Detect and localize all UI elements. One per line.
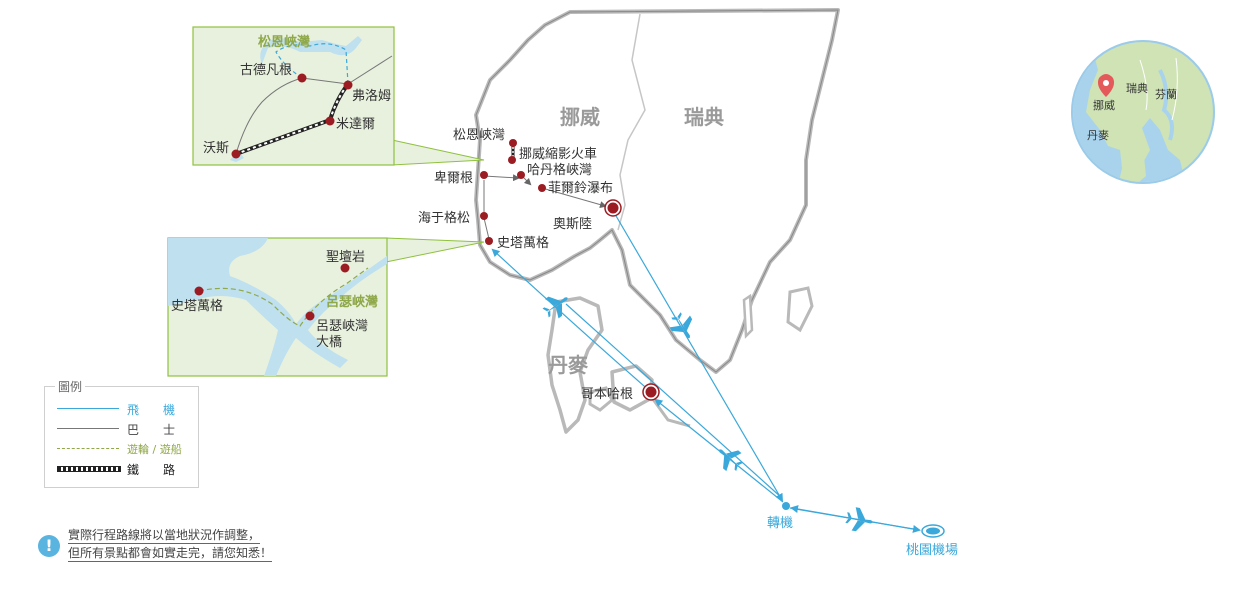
locator-norway: 挪威 [1093,98,1115,112]
lysefjord-water [168,238,387,376]
bottom-inset-callout [385,237,485,263]
label-bridge-line2: 大橋 [316,335,342,350]
stop-preikestolen [340,263,350,273]
stop-haugesund [480,212,488,220]
locator-map: 瑞典 芬蘭 挪威 丹麥 [1071,40,1215,184]
fjord-water [260,36,362,64]
legend: 圖例 飛 機 巴 士 遊輪 / 遊船 鐵 路 [44,378,199,488]
legend-bus-label: 巴 士 [127,423,176,437]
label-sognefjord-inset: 松恩峽灣 [258,34,310,50]
inset-sognefjord: 松恩峽灣 古德凡根 弗洛姆 米達爾 沃斯 [192,26,395,166]
stop-gudvangen [297,73,307,83]
label-voss: 沃斯 [203,141,229,156]
label-oslo: 奧斯陸 [553,216,592,232]
label-flam-railway: 挪威縮影火車 [519,146,597,162]
oland-island [742,293,754,339]
stop-flam-railway [508,156,516,164]
label-transfer: 轉機 [767,516,793,531]
cruise-route-top [275,43,349,85]
stop-oslo [607,202,619,214]
label-stavanger-inset: 史塔萬格 [171,298,223,314]
cruise-line-swatch [57,448,119,449]
exclamation-icon: ! [38,535,60,557]
locator-finland: 芬蘭 [1155,88,1177,101]
plane-icon [711,440,748,476]
bus-line-swatch [57,428,119,429]
legend-cruise-label: 遊輪 / 遊船 [127,443,182,456]
label-lysefjord: 呂瑟峽灣 [326,294,378,310]
legend-railway-label: 鐵 路 [127,463,176,477]
note-line2: 但所有景點都會如實走完，請您知悉！ [68,546,273,562]
locator-sweden: 瑞典 [1126,81,1148,95]
scandinavia-land [474,8,840,374]
label-bridge-line1: 呂瑟峽灣 [316,319,368,334]
locator-denmark: 丹麥 [1087,129,1109,142]
stop-bergen [480,171,488,179]
stop-taoyuan [926,527,940,535]
gotland-island [786,286,814,333]
legend-flight-label: 飛 機 [127,403,176,417]
legend-row-cruise: 遊輪 / 遊船 [57,441,192,457]
denmark-jutland [546,296,604,434]
stop-flam [343,80,353,90]
country-norway: 挪威 [560,105,600,129]
label-taoyuan: 桃園機場 [906,543,958,558]
stop-myrdal [325,116,335,126]
border-norway-sweden [617,13,646,231]
flight-routes [491,208,921,534]
cruise-route-bottom [198,267,369,327]
country-sweden: 瑞典 [684,105,724,129]
scandinavia-edge [475,9,839,373]
stop-copenhagen [645,386,657,398]
railway-line-swatch [57,466,121,472]
stop-transfer [782,502,790,510]
stop-hardangerfjord [517,171,525,179]
label-voringsfossen: 菲爾鈴瀑布 [548,181,613,196]
stop-voringsfossen [538,184,546,192]
label-stavanger: 史塔萬格 [497,235,549,251]
label-sognefjord: 松恩峽灣 [453,128,505,143]
stop-sognefjord [509,139,517,147]
flight-line-swatch [57,408,119,409]
plane-icon [844,505,875,534]
country-denmark: 丹麥 [548,353,589,377]
legend-row-flight: 飛 機 [57,401,192,417]
stop-stavanger-inset [194,286,204,296]
label-preikestolen: 聖壇岩 [326,249,365,265]
stop-lysefjord-bridge [305,311,315,321]
label-haugesund: 海于格松 [418,210,470,226]
itinerary-note: ! 實際行程路線將以當地狀況作調整， 但所有景點都會如實走完，請您知悉！ [38,528,308,568]
inset-lysefjord: 聖壇岩 呂瑟峽灣 史塔萬格 呂瑟峽灣 大橋 [167,237,388,377]
label-gudvangen: 古德凡根 [240,63,292,78]
label-myrdal: 米達爾 [336,117,375,132]
label-copenhagen: 哥本哈根 [581,387,633,402]
note-line1: 實際行程路線將以當地狀況作調整， [68,528,261,544]
label-flam: 弗洛姆 [352,89,391,104]
stop-voss [231,149,241,159]
legend-title: 圖例 [55,378,86,395]
main-stops [480,139,945,538]
landmass [474,8,840,434]
label-bergen: 卑爾根 [434,170,473,186]
legend-row-railway: 鐵 路 [57,461,192,477]
stop-stavanger [485,237,493,245]
legend-row-bus: 巴 士 [57,421,192,437]
bus-route-top [235,77,349,155]
denmark-funen [588,386,614,412]
top-inset-callout [391,139,485,166]
label-hardangerfjord: 哈丹格峽灣 [527,162,592,178]
